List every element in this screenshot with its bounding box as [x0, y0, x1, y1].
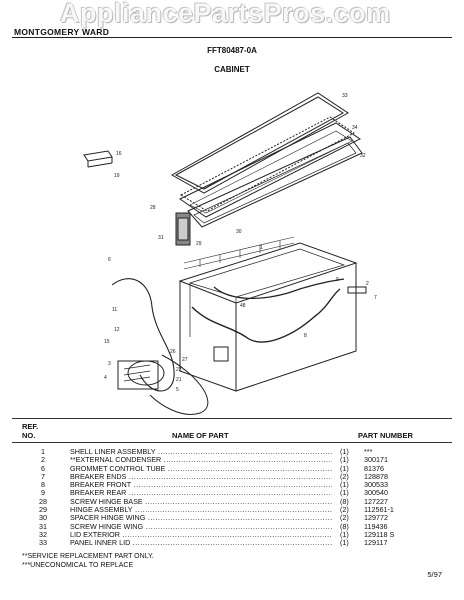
callout-8: 8	[304, 333, 307, 339]
callout-33: 33	[342, 93, 348, 99]
callout-30: 30	[236, 229, 242, 235]
cabinet-shell	[178, 242, 358, 392]
note-uneconomical: ***UNECONOMICAL TO REPLACE	[22, 562, 134, 569]
panel-inner-lid	[179, 122, 361, 218]
callout-27: 27	[182, 357, 188, 363]
external-condenser	[183, 236, 295, 270]
callout-2: 2	[366, 281, 369, 287]
callout-22: 22	[176, 367, 182, 373]
table-header-rule	[12, 442, 452, 443]
model-number: FFT80487-0A	[207, 46, 257, 55]
callout-12: 12	[114, 327, 120, 333]
hinge-assembly	[175, 212, 191, 246]
callout-15: 15	[104, 339, 110, 345]
section-title: CABINET	[214, 65, 250, 74]
lid-exterior	[170, 92, 355, 212]
callout-5: 5	[176, 387, 179, 393]
callout-6: 6	[108, 257, 111, 263]
header-name-of-part: NAME OF PART	[172, 431, 229, 440]
callout-11: 11	[112, 307, 117, 313]
watermark: AppliancePartsPros.com	[60, 0, 391, 28]
callout-26: 26	[170, 349, 176, 355]
callout-19: 19	[114, 173, 120, 179]
callout-1: 1	[260, 245, 263, 251]
manufacturer-label: MONTGOMERY WARD	[14, 27, 110, 37]
exploded-diagram: 33 34 32 16 19 29 31 28 30 1 2 9 8 7 6 4…	[83, 92, 377, 415]
callout-28: 28	[150, 205, 156, 211]
callout-7: 7	[374, 295, 377, 301]
callout-34: 34	[352, 125, 358, 131]
callout-48: 48	[240, 303, 246, 309]
table-top-rule	[12, 418, 452, 419]
note-service-replacement: **SERVICE REPLACEMENT PART ONLY.	[22, 553, 154, 560]
header-part-number: PART NUMBER	[358, 431, 413, 440]
callout-4: 4	[104, 375, 107, 381]
callout-21: 21	[176, 377, 182, 383]
callout-3: 3	[108, 361, 111, 367]
lid-gasket	[187, 136, 363, 228]
compressor-assembly	[111, 278, 209, 415]
callout-16: 16	[116, 151, 122, 157]
table-row: 2**EXTERNAL CONDENSER(1)300171	[12, 455, 452, 465]
callout-31: 31	[158, 235, 164, 241]
page-number: 5/97	[427, 570, 442, 579]
callout-9: 9	[336, 277, 339, 283]
lid-handle	[83, 150, 113, 168]
callout-29: 29	[196, 241, 202, 247]
top-rule	[12, 37, 452, 38]
drain-plug	[347, 286, 367, 294]
header-no: NO.	[22, 431, 36, 440]
header-ref: REF.	[22, 422, 39, 431]
callout-32: 32	[360, 153, 366, 159]
